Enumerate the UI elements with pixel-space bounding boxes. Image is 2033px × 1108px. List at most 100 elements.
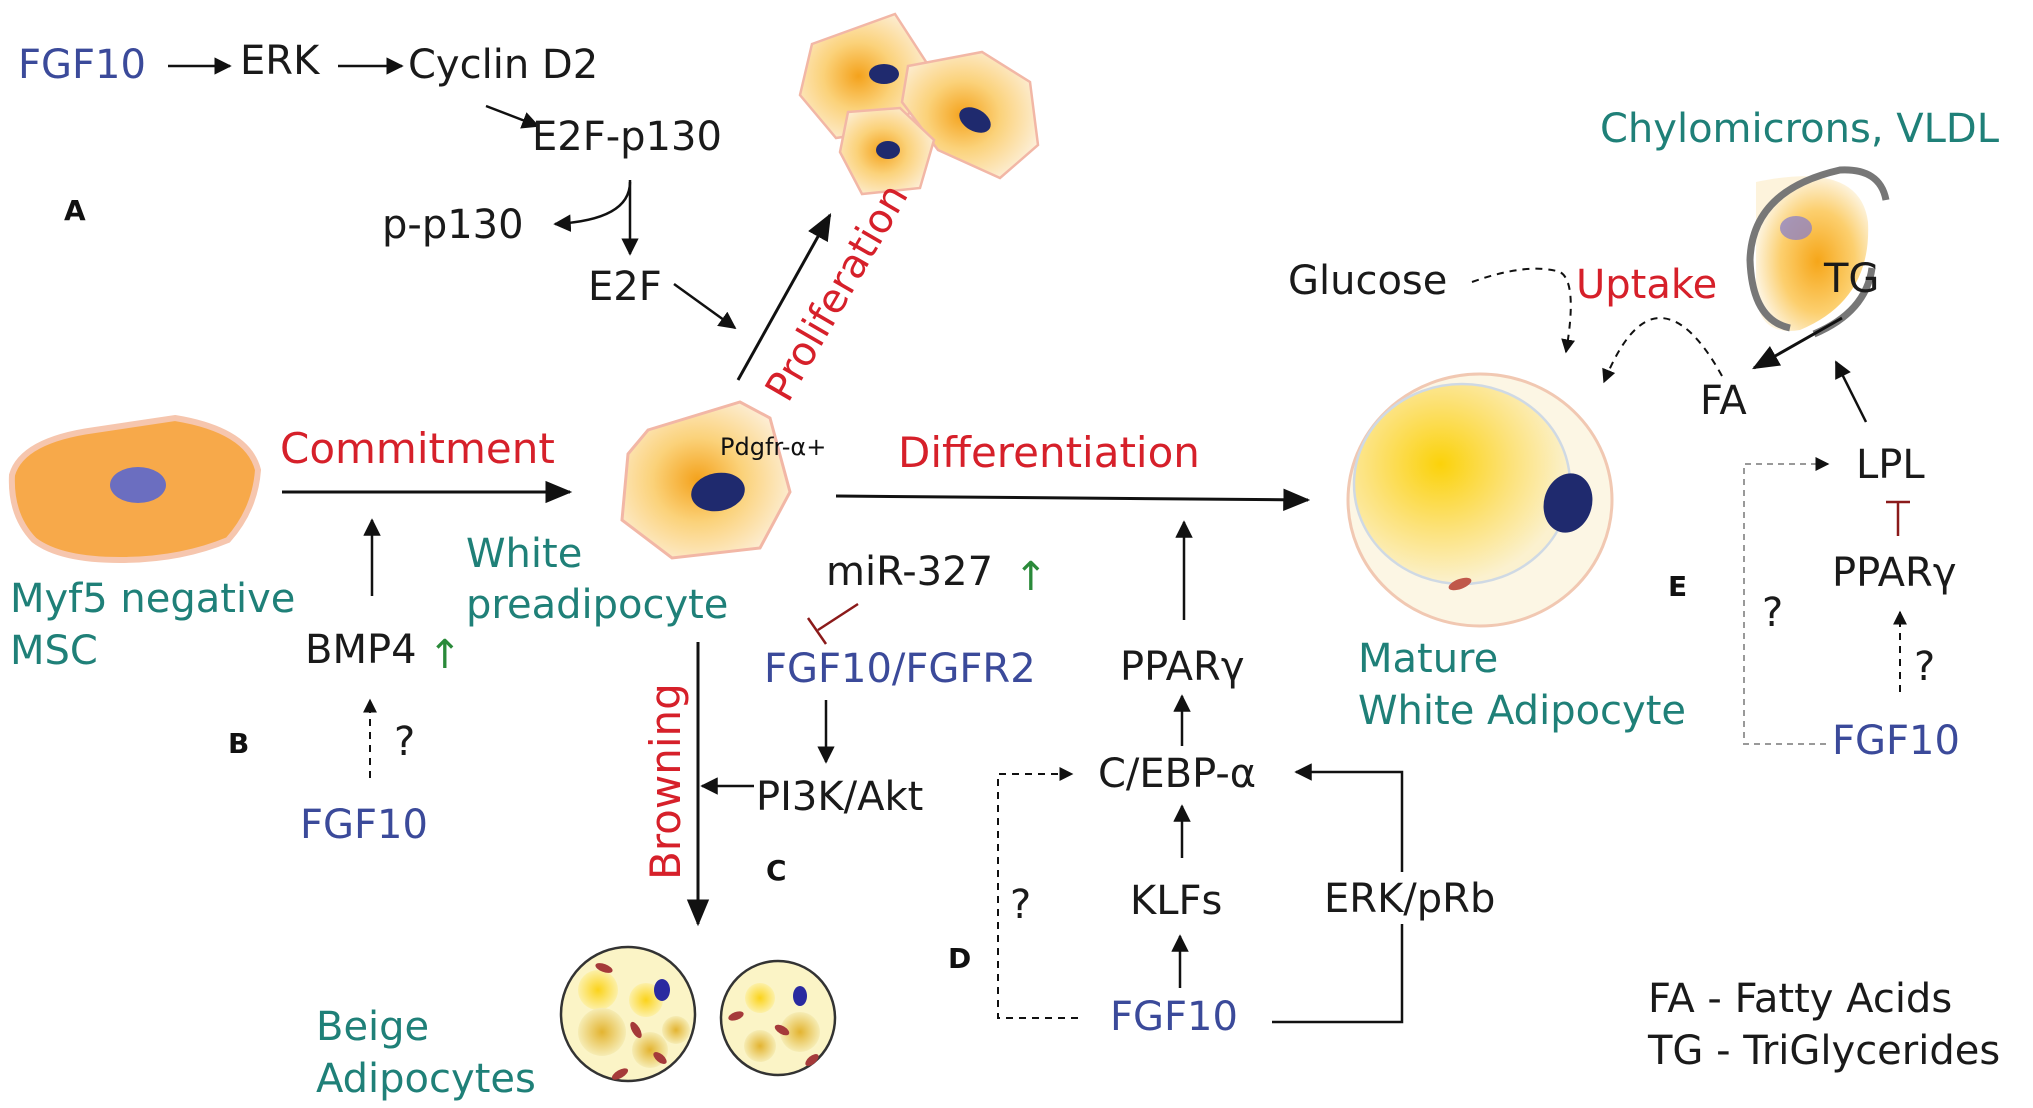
erk-label-a: ERK [240,38,321,84]
mature-adipocyte [1346,372,1614,628]
mature-label-line-1: Mature [1358,636,1498,682]
erk-prb-backdrop [1318,872,1508,924]
e2f-p130-label: E2F-p130 [532,114,722,160]
glucose-label: Glucose [1288,258,1447,304]
lipoprotein-particle [1755,176,1869,331]
lipid-droplet [745,983,775,1013]
preadipocyte-label-line-2: preadipocyte [466,582,728,628]
legend-tg: TG - TriGlycerides [1647,1028,2000,1074]
panel-e-label: E [1668,570,1687,603]
cyclin-d2-label: Cyclin D2 [408,42,598,88]
lipid-droplet [578,970,618,1010]
fgf10-fgfr2-label: FGF10/FGFR2 [764,646,1036,692]
panel-d-label: D [948,942,971,975]
lipoprotein-label: Chylomicrons, VLDL [1600,106,2000,152]
question-mark-e2: ? [1762,590,1783,636]
mature-label-line-2: White Adipocyte [1358,688,1686,734]
legend: FA - Fatty Acids TG - TriGlycerides [1647,976,2000,1074]
pathway-e: Chylomicrons, VLDL TG FA Glucose Uptake … [1288,106,2000,764]
tg-label: TG [1823,256,1879,302]
browning-label: Browning [641,683,690,880]
erk-prb-label: ERK/pRb [1324,876,1495,922]
msc-nucleus-icon [110,467,166,503]
lipoprotein-shell [1746,166,1890,332]
bmp4-label: BMP4 [305,627,417,673]
nucleus-icon [869,64,899,84]
fgf10-label-d: FGF10 [1110,994,1238,1040]
mir-327-label: miR-327 [826,549,993,595]
ppar-label-d: PPARγ [1120,644,1245,690]
beige-nucleus-icon [654,979,670,1001]
preadipocyte-cell: Pdgfr-α+ [620,400,826,560]
fgf10-label-a: FGF10 [18,42,146,88]
differentiation-label: Differentiation [898,428,1200,477]
lipid-droplet [1352,382,1572,586]
dashed-arrow-fgf10-cebp [997,767,1078,1019]
proliferation-arrow [736,213,832,381]
pi3k-akt-label: PI3K/Akt [756,774,923,820]
mitochondrion-icon [805,1054,819,1066]
beige-adipocytes [559,945,837,1083]
arrow-tg-to-fa [1752,316,1843,370]
question-mark-e1: ? [1914,644,1935,690]
pathway-a: FGF10 ERK Cyclin D2 E2F-p130 p-p130 E2F … [18,38,737,330]
uptake-label: Uptake [1576,262,1717,308]
e2f-label: E2F [588,264,662,310]
proliferation-label: Proliferation [757,176,918,409]
question-mark-d: ? [1010,882,1031,928]
preadipocyte-nucleus-icon [691,472,745,512]
dashed-arrow-fa-uptake [1602,316,1723,384]
p-p130-label: p-p130 [382,202,524,248]
klfs-label: KLFs [1130,878,1222,924]
ppar-label-e: PPARγ [1832,550,1957,596]
arrow-lpl-to-lipoprotein [1834,360,1868,423]
inhibition-mir327-fgfr2 [806,602,859,645]
mitochondrion-icon [774,1024,790,1036]
fgf10-label-e: FGF10 [1832,718,1960,764]
beige-label-line-2: Adipocytes [316,1056,536,1102]
question-mark-b: ? [394,719,415,765]
mitochondrion-icon [728,1011,744,1021]
mitochondrion-icon [1448,577,1472,591]
beige-label-line-1: Beige [316,1004,429,1050]
commitment-label: Commitment [280,424,555,473]
preadipocyte-label-line-1: White [466,531,582,577]
mature-nucleus-icon [1543,473,1593,533]
pathway-b: BMP4 ↑ ? FGF10 B [228,518,462,848]
dashed-arrow-glucose-uptake [1471,267,1576,354]
nucleus-icon [876,141,900,159]
lipid-droplet [662,1016,690,1044]
nucleus-icon [959,107,991,133]
beige-nucleus-icon [793,986,807,1006]
lipid-droplet [578,1008,626,1056]
inhibition-ppar-lpl [1886,500,1910,536]
lipid-droplet [744,1030,776,1062]
arrow-e2f-p130-to-p-p130 [553,181,632,232]
dashed-arrow-fgf10-lpl [1743,457,1830,745]
differentiation-arrow [835,488,1311,512]
msc-cell [8,414,262,564]
mitochondrion-icon [653,1052,667,1064]
panel-b-label: B [228,727,249,760]
lipid-droplet [780,1012,820,1052]
panel-a-label: A [64,194,86,227]
panel-c-label: C [766,854,787,887]
msc-label-line-1: Myf5 negative [10,576,295,622]
fgf10-label-b: FGF10 [300,802,428,848]
mir-327-increase-icon: ↑ [1014,554,1048,600]
pdgfr-label: Pdgfr-α+ [720,433,826,461]
mitochondrion-icon [595,963,613,973]
fa-label: FA [1700,378,1747,424]
pathway-d: PPARγ C/EBP-α KLFs FGF10 ERK/pRb ? D [948,520,1508,1040]
mitochondrion-icon [611,1068,629,1080]
proliferating-cells [798,12,1040,196]
cebp-alpha-label: C/EBP-α [1098,751,1256,797]
lipoprotein-core-icon [1780,216,1812,240]
beige-cell-1 [559,945,697,1083]
bmp4-increase-icon: ↑ [428,632,462,678]
legend-fa: FA - Fatty Acids [1648,976,1952,1022]
lpl-label: LPL [1856,442,1925,488]
msc-label-line-2: MSC [10,628,98,674]
arrow-cyclin-e2f-p130 [485,104,540,129]
